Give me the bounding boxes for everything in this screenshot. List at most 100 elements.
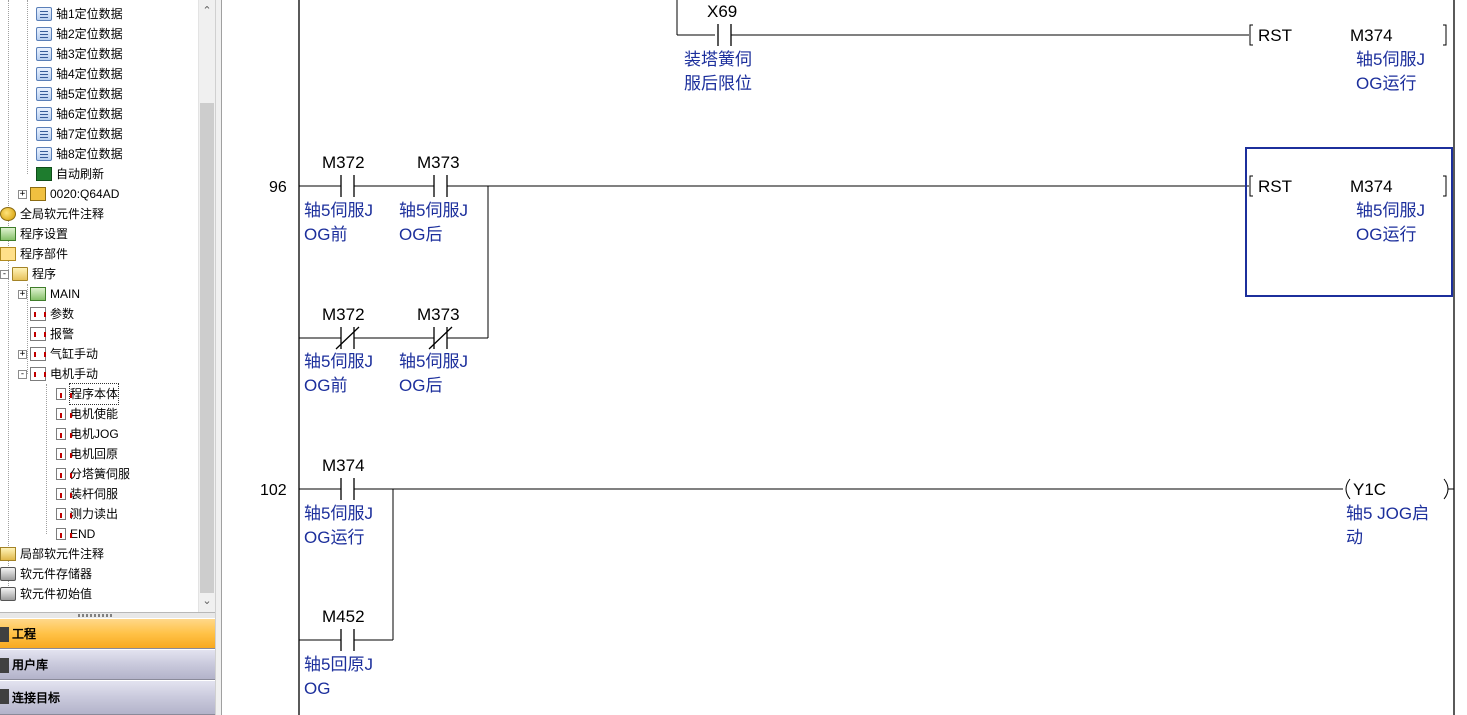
tree-item[interactable]: 软元件初始值 — [0, 584, 92, 604]
data-icon — [36, 47, 52, 61]
coil-device: Y1C — [1353, 480, 1386, 499]
project-navigation-pane: 轴1定位数据轴2定位数据轴3定位数据轴4定位数据轴5定位数据轴6定位数据轴7定位… — [0, 0, 215, 715]
expand-icon[interactable]: + — [18, 348, 27, 359]
tree-item[interactable]: 分塔簧伺服 — [56, 464, 130, 484]
program-parts-icon — [0, 247, 16, 261]
tree-item[interactable]: 软元件存储器 — [0, 564, 92, 584]
main-program-icon — [30, 287, 46, 301]
tree-item[interactable]: 报警 — [30, 324, 74, 344]
tree-scrollbar[interactable]: ⌃ ⌄ — [198, 0, 215, 612]
global-comment-icon — [0, 207, 16, 221]
tree-item[interactable]: 轴1定位数据 — [36, 4, 123, 24]
tree-item-label: 轴8定位数据 — [56, 147, 123, 161]
tree-item-label: 软元件初始值 — [20, 587, 93, 601]
contact-m452-no[interactable]: M452 轴5回原J OG — [304, 607, 373, 698]
tree-item-label: 轴7定位数据 — [56, 127, 123, 141]
tree-item[interactable]: 电机JOG — [56, 424, 119, 444]
contact-comment: OG前 — [304, 376, 347, 395]
tree-item[interactable]: 电机回原 — [56, 444, 118, 464]
step-number: 96 — [269, 179, 287, 196]
scroll-down-arrow-icon[interactable]: ⌄ — [202, 595, 212, 607]
tree-item[interactable]: 电机使能 — [56, 404, 118, 424]
tree-item[interactable]: 轴2定位数据 — [36, 24, 123, 44]
contact-comment: OG — [304, 679, 330, 698]
project-icon — [0, 627, 9, 642]
tree-item[interactable]: -程序 — [0, 264, 56, 284]
tree-item[interactable]: 自动刷新 — [36, 164, 104, 184]
coil-y1c[interactable]: Y1C 轴5 JOG启 动 — [1345, 478, 1454, 547]
nav-user-library-button[interactable]: 用户库 — [0, 649, 215, 680]
contact-comment: 轴5伺服J — [304, 201, 373, 220]
tree-item[interactable]: 局部软元件注释 — [0, 544, 104, 564]
splitter-grip-icon — [78, 614, 114, 617]
user-library-icon — [0, 658, 9, 673]
contact-m372-no[interactable]: M372 轴5伺服J OG前 — [304, 153, 373, 244]
tree-item-label: 气缸手动 — [50, 347, 99, 361]
tree-item[interactable]: -电机手动 — [18, 364, 98, 384]
pane-splitter[interactable] — [0, 612, 215, 618]
contact-comment: 装塔簧伺 — [684, 50, 752, 69]
tree-item[interactable]: 轴3定位数据 — [36, 44, 123, 64]
tree-item-label: 分塔簧伺服 — [70, 467, 131, 481]
tree-guide-line — [27, 0, 28, 174]
folder-icon — [12, 267, 28, 281]
tree-item[interactable]: 程序部件 — [0, 244, 68, 264]
scroll-up-arrow-icon[interactable]: ⌃ — [202, 5, 212, 17]
tree-item[interactable]: 程序本体 — [56, 383, 120, 405]
collapse-icon[interactable]: - — [18, 368, 27, 379]
program-icon — [56, 428, 72, 440]
instruction-device: M374 — [1350, 26, 1393, 45]
tree-item-label: 0020:Q64AD — [50, 187, 120, 201]
instruction-rst-96[interactable]: RST M374 轴5伺服J OG运行 — [1245, 147, 1453, 297]
tree-item[interactable]: 程序设置 — [0, 224, 68, 244]
tree-item[interactable]: 测力读出 — [56, 504, 118, 524]
tree-item-label: 全局软元件注释 — [20, 207, 105, 221]
pane-divider[interactable] — [215, 0, 222, 715]
contact-m374-no[interactable]: M374 轴5伺服J OG运行 — [304, 456, 373, 547]
module-icon — [30, 187, 46, 201]
tree-item[interactable]: + 气缸手动 — [18, 344, 98, 364]
contact-device: M373 — [417, 305, 460, 324]
tree-item[interactable]: 全局软元件注释 — [0, 204, 104, 224]
expand-icon[interactable]: + — [18, 288, 27, 299]
tree-item[interactable]: 轴7定位数据 — [36, 124, 123, 144]
program-icon — [56, 388, 72, 400]
tree-item[interactable]: 轴8定位数据 — [36, 144, 123, 164]
tree-item[interactable]: 轴5定位数据 — [36, 84, 123, 104]
contact-comment: OG前 — [304, 225, 347, 244]
contact-device: X69 — [707, 2, 737, 21]
tree-item[interactable]: END — [56, 524, 95, 544]
tree-item[interactable]: 参数 — [30, 304, 74, 324]
contact-x69[interactable]: X69 装塔簧伺 服后限位 — [684, 2, 752, 93]
tree-item-label: 报警 — [50, 327, 75, 341]
project-tree[interactable]: 轴1定位数据轴2定位数据轴3定位数据轴4定位数据轴5定位数据轴6定位数据轴7定位… — [0, 0, 215, 612]
contact-comment: OG后 — [399, 376, 442, 395]
data-icon — [36, 107, 52, 121]
data-icon — [36, 27, 52, 41]
collapse-icon[interactable]: - — [0, 268, 9, 279]
tree-item-label: 自动刷新 — [56, 167, 105, 181]
expand-icon[interactable]: + — [18, 188, 27, 199]
tree-item[interactable]: 轴6定位数据 — [36, 104, 123, 124]
contact-comment: 轴5伺服J — [399, 352, 468, 371]
nav-connection-button[interactable]: 连接目标 — [0, 680, 215, 715]
tree-item[interactable]: +0020:Q64AD — [18, 184, 119, 204]
program-icon — [56, 488, 72, 500]
contact-m373-nc[interactable]: M373 轴5伺服J OG后 — [399, 305, 468, 395]
contact-m373-no[interactable]: M373 轴5伺服J OG后 — [399, 153, 468, 244]
scroll-thumb[interactable] — [200, 103, 214, 593]
tree-item[interactable]: +MAIN — [18, 284, 80, 304]
connection-icon — [0, 689, 9, 704]
instruction-rst-top[interactable]: RST M374 轴5伺服J OG运行 — [1249, 24, 1447, 93]
tree-item-label: 程序部件 — [20, 247, 69, 261]
instruction-comment: OG运行 — [1356, 225, 1416, 244]
tree-item-label: 程序设置 — [20, 227, 69, 241]
instruction-comment: 轴5伺服J — [1356, 50, 1425, 69]
ladder-editor[interactable]: X69 装塔簧伺 服后限位 RST M374 轴5伺服J OG运行 96 M37… — [222, 0, 1467, 715]
nav-project-button[interactable]: 工程 — [0, 618, 215, 649]
rung-102: 102 M374 轴5伺服J OG运行 M452 轴5回原J OG — [260, 456, 1454, 698]
tree-item[interactable]: 装杆伺服 — [56, 484, 118, 504]
tree-item[interactable]: 轴4定位数据 — [36, 64, 123, 84]
contact-m372-nc[interactable]: M372 轴5伺服J OG前 — [304, 305, 373, 395]
local-comment-icon — [0, 547, 16, 561]
